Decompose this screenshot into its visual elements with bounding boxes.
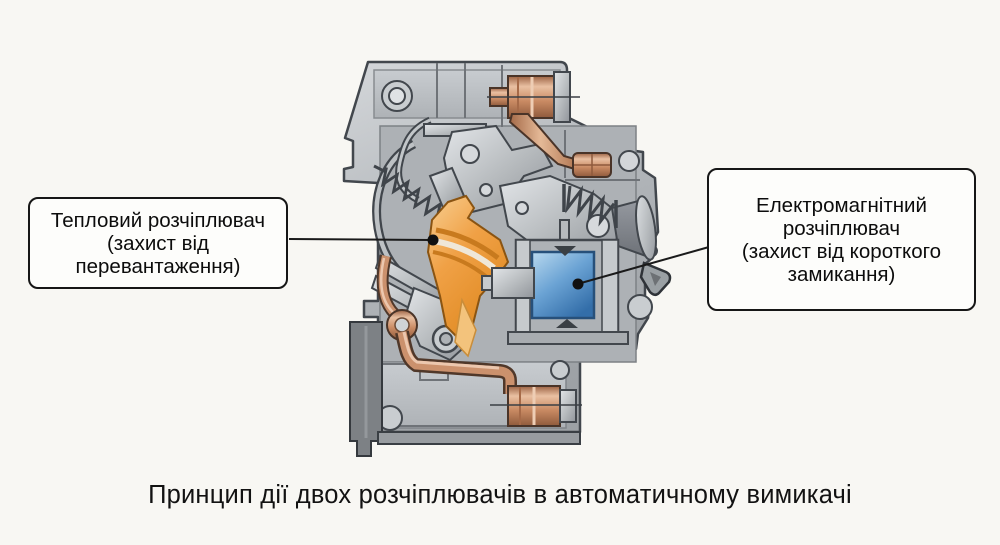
solenoid-base-plate <box>507 331 629 345</box>
screw-boss-bottom <box>377 360 570 431</box>
copper-conductors <box>376 71 612 427</box>
callout-leaders <box>288 234 710 290</box>
screw-boss-top-left <box>381 80 413 112</box>
label-line: замикання) <box>787 262 896 286</box>
magnetic-spring <box>565 185 616 227</box>
bimetal-band-dark2 <box>432 250 490 280</box>
label-line: (захист від <box>106 231 210 255</box>
coil-winding-block <box>572 152 612 178</box>
thermal-release-label: Тепловий розчіплювач (захист від переван… <box>28 197 288 289</box>
thermal-callout-line <box>288 238 431 241</box>
label-line: (захист від короткого <box>741 239 942 263</box>
contact-bottom <box>556 319 578 328</box>
electromagnetic-release-label: Електромагнітний розчіплювач (захист від… <box>707 168 976 311</box>
label-line: Електромагнітний <box>756 193 927 217</box>
solenoid-striker-pin <box>559 219 570 243</box>
thermal-spring <box>380 167 443 222</box>
magnetic-callout-dot <box>572 278 584 290</box>
base-strip <box>377 431 581 445</box>
plunger <box>491 267 535 299</box>
label-line: перевантаження) <box>75 254 241 278</box>
bimetal-strip-light <box>433 238 496 271</box>
label-line: розчіплювач <box>782 216 901 240</box>
bimetal-band-dark1 <box>435 227 500 260</box>
external-parts <box>349 261 672 457</box>
contact-top <box>554 246 576 256</box>
bimetal-tail <box>454 297 477 358</box>
bottom-terminal <box>490 385 582 427</box>
thermal-callout-dot <box>427 234 439 246</box>
label-line: Тепловий розчіплювач <box>50 208 266 232</box>
magnetic-callout-line <box>580 246 710 284</box>
terminal-clamp-bottom <box>559 389 577 423</box>
figure-caption: Принцип дії двох розчіплювачів в автомат… <box>148 481 852 509</box>
electromagnetic-release <box>481 219 629 345</box>
thermal-release-bimetal <box>426 194 510 358</box>
coil-core <box>530 250 596 320</box>
